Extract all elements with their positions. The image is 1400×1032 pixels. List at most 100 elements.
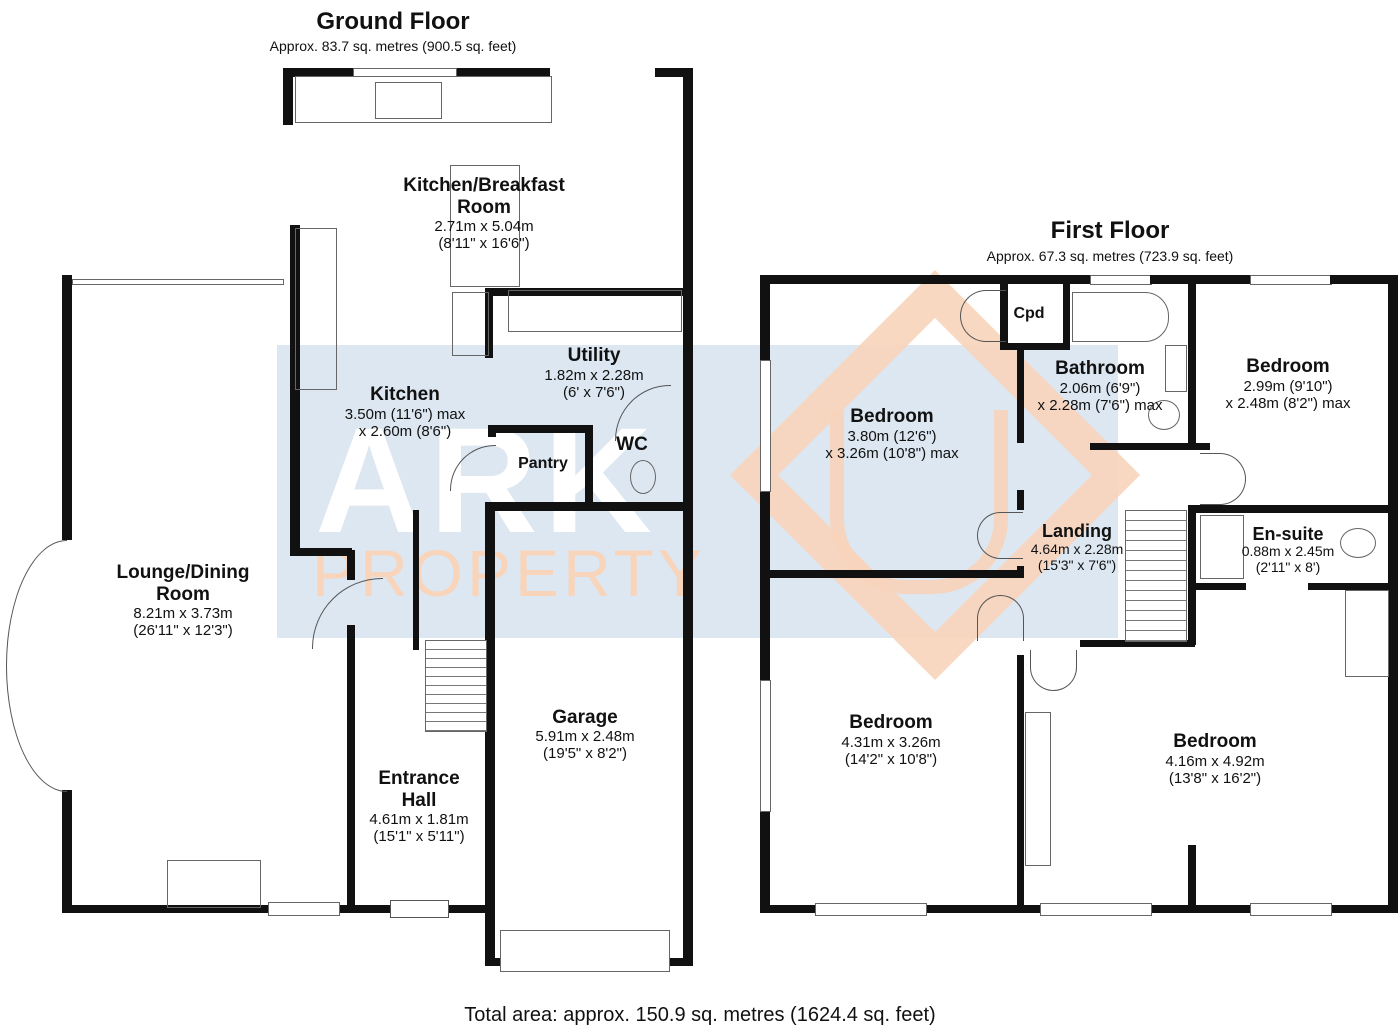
dim-imperial: (13'8" x 16'2") — [1168, 770, 1262, 788]
room-dimensions: 4.31m x 3.26m(14'2" x 10'8") — [841, 734, 940, 769]
door-swing — [1200, 453, 1246, 505]
window — [1250, 275, 1332, 285]
dim-imperial: (15'3" x 7'6") — [1037, 557, 1117, 574]
worktop — [295, 76, 552, 123]
wall — [488, 425, 496, 437]
room-name: Bedroom — [850, 406, 934, 427]
window — [760, 360, 771, 492]
dim-metric: 4.64m x 2.28m — [1030, 541, 1124, 557]
wall — [585, 425, 593, 508]
dining-table — [450, 165, 520, 287]
dim-metric: 8.21m x 3.73m — [133, 605, 233, 622]
shower — [1200, 515, 1244, 579]
room-name: Cpd — [1013, 305, 1045, 322]
wardrobe — [1345, 590, 1389, 677]
room-name-line: Room — [457, 196, 511, 218]
dim-imperial: (26'11" x 12'3") — [133, 622, 233, 640]
room-name: Bathroom — [1055, 358, 1145, 379]
room-dimensions: 3.80m (12'6")x 3.26m (10'8") max — [825, 428, 958, 463]
dim-metric: 4.16m x 4.92m — [1165, 753, 1265, 770]
dim-metric: 4.61m x 1.81m — [369, 811, 469, 828]
wall — [760, 275, 770, 913]
room-name: Bedroom — [1246, 356, 1330, 377]
room-name-line: Kitchen/Breakfast — [403, 175, 565, 196]
fireplace — [167, 860, 261, 908]
dim-metric: 3.80m (12'6") — [847, 428, 937, 445]
wall — [1017, 655, 1024, 905]
basin — [1165, 345, 1187, 392]
wall — [485, 505, 495, 965]
dim-imperial: x 2.28m (7'6") max — [1037, 397, 1163, 415]
dim-imperial: (14'2" x 10'8") — [844, 751, 938, 769]
dim-metric: 1.82m x 2.28m — [544, 367, 644, 384]
door-swing — [960, 290, 1006, 342]
garage-door — [500, 930, 670, 972]
room-name: Bedroom — [1173, 731, 1257, 752]
room-dimensions: 4.61m x 1.81m(15'1" x 5'11") — [369, 811, 468, 846]
room-name-line: Lounge/Dining — [116, 562, 250, 583]
wall — [347, 625, 355, 913]
wall — [1090, 443, 1210, 450]
dim-imperial: x 3.26m (10'8") max — [825, 445, 959, 463]
wall — [62, 790, 72, 913]
wall — [455, 68, 550, 77]
room-dimensions: 2.99m (9'10")x 2.48m (8'2") max — [1226, 378, 1351, 413]
dim-imperial: (6' x 7'6") — [563, 384, 625, 402]
total-area: Total area: approx. 150.9 sq. metres (16… — [464, 1004, 936, 1026]
window — [268, 902, 340, 916]
wall — [1017, 490, 1024, 510]
stairs — [1125, 510, 1187, 642]
wall — [770, 570, 1020, 578]
room-dimensions: 5.91m x 2.48m(19'5" x 8'2") — [535, 728, 634, 763]
dim-metric: 5.91m x 2.48m — [535, 728, 635, 745]
ground-floor-area: Approx. 83.7 sq. metres (900.5 sq. feet) — [269, 38, 517, 54]
room-dimensions: 0.88m x 2.45m(2'11" x 8') — [1242, 543, 1335, 575]
worktop — [295, 228, 337, 390]
wall — [1063, 284, 1070, 350]
wall — [1017, 566, 1024, 578]
room-name: Bedroom — [849, 712, 933, 733]
wall — [1196, 583, 1246, 590]
wall — [655, 68, 693, 77]
wall — [1080, 640, 1195, 647]
wall — [347, 550, 355, 580]
wall — [488, 425, 593, 433]
wall — [283, 68, 353, 77]
door-swing — [1030, 650, 1077, 691]
wall — [1000, 343, 1070, 350]
toilet — [630, 460, 656, 494]
room-dimensions: 4.16m x 4.92m(13'8" x 16'2") — [1165, 753, 1264, 788]
dim-metric: 2.06m (6'9") — [1059, 380, 1141, 397]
worktop — [508, 290, 682, 332]
room-name-line: Entrance — [378, 768, 460, 789]
wall — [1188, 505, 1196, 645]
room-name-line: Room — [156, 583, 210, 605]
first-floor-title: First Floor — [1050, 217, 1170, 244]
room-name: En-suite — [1252, 524, 1324, 544]
dim-imperial: x 2.60m (8'6") — [358, 423, 452, 441]
room-name: Utility — [567, 345, 621, 366]
wall — [290, 548, 352, 556]
wardrobe — [1025, 712, 1051, 866]
room-dimensions: 2.71m x 5.04m(8'11" x 16'6") — [434, 218, 533, 253]
wall — [760, 275, 1090, 284]
wall — [1188, 505, 1388, 513]
dim-imperial: (8'11" x 16'6") — [438, 235, 530, 253]
wall — [683, 68, 693, 360]
toilet — [1340, 528, 1376, 558]
fridge — [452, 292, 489, 356]
wall — [1017, 343, 1024, 443]
dim-metric: 0.88m x 2.45m — [1241, 543, 1335, 559]
wall — [290, 225, 300, 555]
room-dimensions: 2.06m (6'9")x 2.28m (7'6") max — [1038, 380, 1163, 415]
ground-floor-title: Ground Floor — [316, 8, 470, 35]
window — [815, 903, 927, 916]
wall — [485, 502, 693, 511]
wall — [683, 360, 693, 965]
bay-window — [6, 540, 67, 792]
